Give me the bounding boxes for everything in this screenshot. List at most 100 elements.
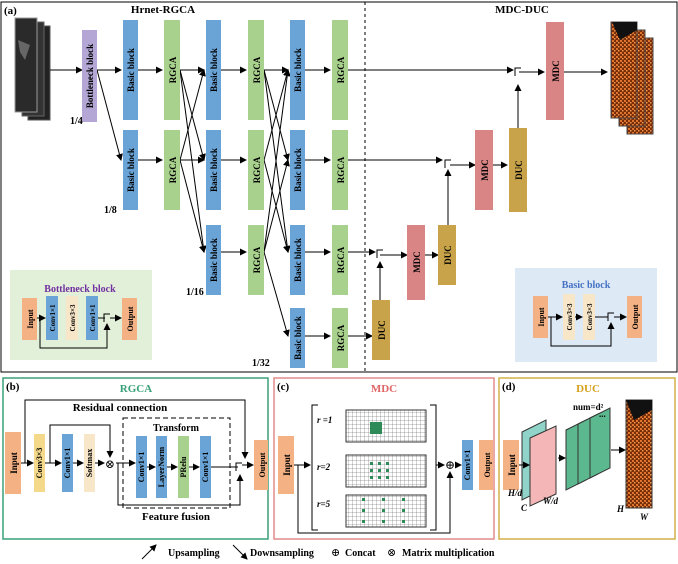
bn-conv3-label: Conv3×3 <box>69 304 77 331</box>
legend-concat: Concat <box>345 548 376 559</box>
basic-label: Basic block <box>126 148 136 192</box>
t-conv1b <box>200 436 211 498</box>
rgca-label: RGCA <box>336 56 346 83</box>
fusion-label: Feature fusion <box>142 511 210 523</box>
rgca-softmax <box>84 434 95 492</box>
duc-output-map <box>625 399 653 509</box>
duc-label: DUC <box>443 245 453 265</box>
rgca-label: RGCA <box>252 246 262 273</box>
bb-conv3b-label: Conv3×3 <box>586 303 594 330</box>
panel-b-label: (b) <box>6 381 20 393</box>
basic-block-s2-r3 <box>206 225 221 295</box>
mdc-arrows <box>294 461 462 534</box>
duc-panel-title: DUC <box>576 383 600 395</box>
bn-output <box>122 298 137 340</box>
mdc-output-label: Output <box>483 452 492 477</box>
duc-block-3 <box>509 128 527 212</box>
r1-label: r =1 <box>317 415 332 425</box>
rgca-label: RGCA <box>336 156 346 183</box>
output-map-stack <box>610 21 654 135</box>
bn-input-label: Input <box>26 309 35 328</box>
scale-1-16: 1/16 <box>186 287 204 298</box>
mdc-conv1-label: Conv1×1 <box>463 450 472 481</box>
mdc-input-label: Input <box>282 454 292 476</box>
mdc-label: MDC <box>551 60 561 82</box>
bn-output-label: Output <box>126 306 135 331</box>
duc-arrows <box>519 446 626 469</box>
rgca-s3-r1 <box>332 20 348 120</box>
transform-label: Transform <box>153 423 200 434</box>
t-conv1a-label: Conv1×1 <box>137 452 146 483</box>
legend-down: Downsampling <box>250 548 314 559</box>
basic-block-s3-r4 <box>290 308 305 368</box>
duc-label: DUC <box>514 160 524 180</box>
duc-c-label: C <box>521 503 528 513</box>
basic-label: Basic block <box>126 48 136 92</box>
rgca-input <box>5 432 21 494</box>
bn-arrows <box>37 313 122 349</box>
duc-num-label: num=d² <box>573 402 604 412</box>
bb-conv3a <box>563 294 575 340</box>
rgca-conv1-label: Conv1×1 <box>63 448 72 479</box>
panel-a-frame <box>0 1 678 373</box>
basic-label: Basic block <box>293 48 303 92</box>
merge-brackets <box>376 67 521 258</box>
rgca-s1-r2 <box>164 130 180 210</box>
panel-a-label: (a) <box>4 5 17 17</box>
scale-1-32: 1/32 <box>252 358 270 369</box>
input-image-stack <box>14 17 51 121</box>
rgca-s2-r1 <box>248 20 264 120</box>
duc-wd-label: W/d <box>543 496 559 506</box>
scale-1-4: 1/4 <box>70 116 83 127</box>
duc-block-1 <box>372 300 390 360</box>
basic-label: Basic block <box>293 238 303 282</box>
rgca-s2-r3 <box>248 225 264 295</box>
basic-label: Basic block <box>209 238 219 282</box>
duc-input <box>503 440 519 490</box>
matmul-icon: ⊗ <box>387 547 396 559</box>
rgca-label: RGCA <box>252 156 262 183</box>
matmul-symbol: ⊗ <box>105 457 115 471</box>
bn-input <box>22 298 37 340</box>
rgca-output <box>254 440 268 490</box>
duc-h-label: H <box>616 504 625 514</box>
mdc-input <box>278 436 294 494</box>
rgca-s3-r2 <box>332 130 348 210</box>
connection-arrows <box>50 66 608 340</box>
mdc-conv1 <box>462 440 473 490</box>
bb-input <box>533 296 548 338</box>
residual-label: Residual connection <box>73 402 167 414</box>
duc-label: DUC <box>377 320 387 340</box>
basic-label: Basic block <box>209 148 219 192</box>
bb-output-label: Output <box>631 304 640 329</box>
basic-block-s3-r1 <box>290 20 305 120</box>
mdc-label: MDC <box>412 251 422 273</box>
basic-block-s2-r2 <box>206 130 221 210</box>
basic-block-s3-r3 <box>290 225 305 295</box>
bottleneck-inset-title: Bottleneck block <box>44 284 116 295</box>
duc-w-label: W <box>640 512 649 522</box>
t-layernorm-label: LayerNorm <box>157 446 166 487</box>
bb-conv3a-label: Conv3×3 <box>566 303 574 330</box>
basic-block-s1-r2 <box>123 130 138 210</box>
rgca-label: RGCA <box>168 56 178 83</box>
mdcduc-title: MDC-DUC <box>495 4 549 16</box>
grid-r1 <box>345 409 427 443</box>
t-conv1a <box>136 436 147 498</box>
duc-input-label: Input <box>507 454 517 476</box>
bn-conv1a <box>46 296 58 340</box>
grid-r5-kernel <box>362 498 405 523</box>
bb-input-label: Input <box>537 307 546 326</box>
mdc-block-1 <box>407 225 425 300</box>
rgca-s3-r4 <box>332 308 348 368</box>
rgca-label: RGCA <box>252 56 262 83</box>
basic-label: Basic block <box>209 48 219 92</box>
legend-matmul: Matrix multiplication <box>402 548 495 559</box>
rgca-input-label: Input <box>9 452 19 474</box>
bb-arrows <box>548 312 627 347</box>
bn-conv1b <box>86 296 98 340</box>
bb-output <box>627 296 642 338</box>
downsampling-arrow-icon <box>232 544 248 560</box>
rgca-s2-r2 <box>248 130 264 210</box>
bn-conv1b-label: Conv1×1 <box>89 304 97 331</box>
